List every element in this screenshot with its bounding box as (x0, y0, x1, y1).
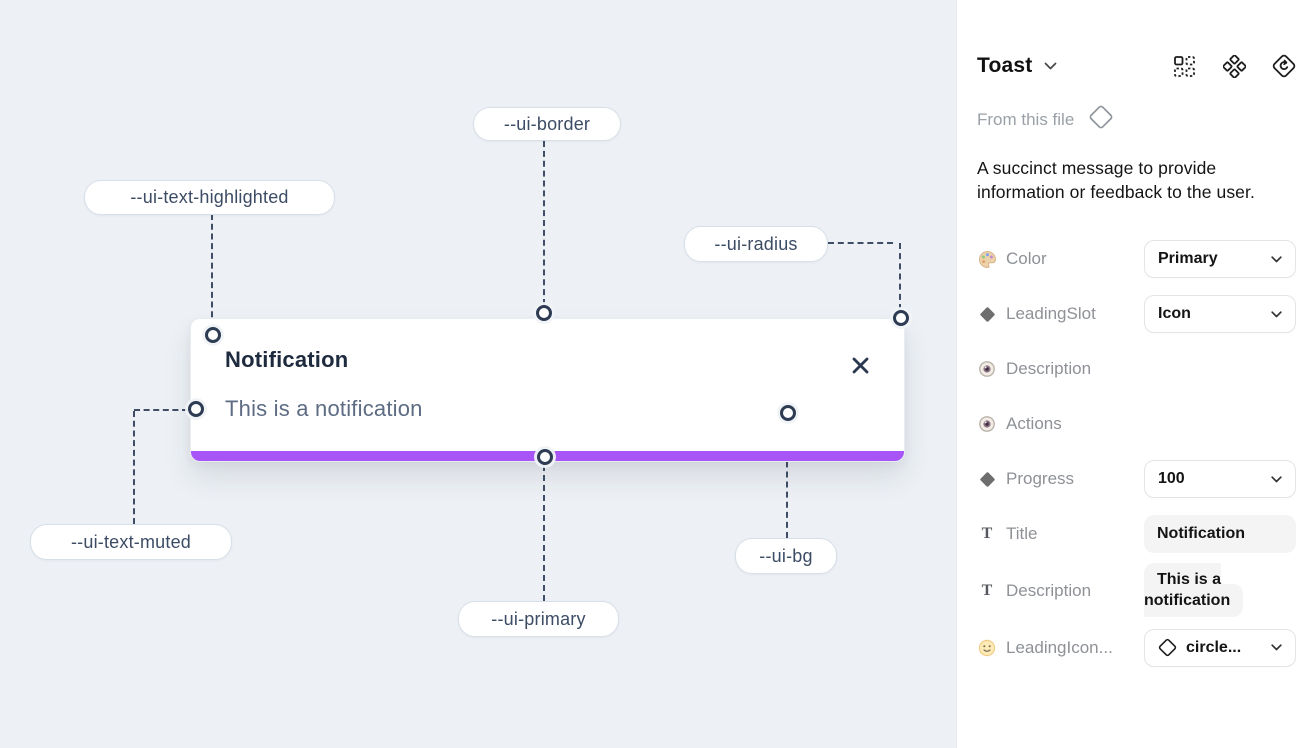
progress-dropdown[interactable]: 100 (1144, 460, 1296, 499)
close-icon[interactable] (848, 353, 872, 377)
chevron-down-icon (1271, 644, 1282, 651)
diamond-outline-icon (1088, 104, 1114, 135)
properties-panel: Toast (956, 0, 1312, 748)
prop-row-color: Color Primary (977, 240, 1296, 279)
connector-ui-radius-vertical (899, 243, 901, 310)
prop-label-text: Color (1006, 249, 1047, 269)
annotation-ui-radius[interactable]: --ui-radius (684, 226, 828, 262)
design-canvas[interactable]: Notification This is a notification --ui… (0, 0, 956, 748)
component-name: Toast (977, 54, 1033, 77)
description-field[interactable]: This is a notification (1144, 563, 1244, 618)
chevron-down-icon (1271, 311, 1282, 318)
toast-description: This is a notification (225, 396, 423, 421)
prop-row-leadingslot: LeadingSlot Icon (977, 295, 1296, 334)
source-label: From this file (977, 109, 1075, 129)
prop-label-text: Actions (1006, 414, 1062, 434)
smiley-icon (977, 638, 997, 658)
prop-row-title: T Title Notification (977, 515, 1296, 554)
eye-icon (977, 414, 997, 434)
anchor-dot-text-highlighted[interactable] (205, 327, 221, 343)
toast-title: Notification (225, 347, 349, 372)
diamond-icon (977, 469, 997, 489)
annotation-ui-text-highlighted[interactable]: --ui-text-highlighted (84, 180, 335, 215)
dropdown-value: Icon (1158, 305, 1191, 323)
toast-component[interactable]: Notification This is a notification (190, 318, 905, 462)
connector-ui-primary (543, 465, 545, 601)
connector-ui-text-muted-vertical (133, 411, 135, 524)
annotation-ui-text-muted[interactable]: --ui-text-muted (30, 524, 232, 560)
properties-list: Color Primary LeadingSlot (977, 240, 1296, 667)
leadingicon-dropdown[interactable]: circle... (1144, 628, 1296, 667)
prop-label-text: Description (1006, 359, 1092, 379)
annotation-ui-bg[interactable]: --ui-bg (735, 538, 837, 574)
connector-ui-bg (786, 421, 788, 538)
diamond-icon (977, 304, 997, 324)
prop-label-text: LeadingSlot (1006, 304, 1096, 324)
panel-header: Toast (977, 54, 1296, 78)
anchor-dot-border[interactable] (536, 305, 552, 321)
chevron-down-icon[interactable] (1044, 62, 1057, 70)
dropdown-value: Primary (1158, 250, 1218, 268)
annotation-ui-border[interactable]: --ui-border (473, 107, 621, 141)
reset-diamond-icon[interactable] (1272, 54, 1296, 78)
prop-label-text: Description (1006, 581, 1092, 601)
dropdown-value: circle... (1186, 638, 1242, 656)
component-icon[interactable] (1222, 54, 1246, 78)
component-description: A succinct message to provide informatio… (977, 158, 1255, 202)
connector-ui-radius-horizontal (828, 242, 893, 244)
text-icon: T (981, 582, 993, 600)
eye-icon (977, 359, 997, 379)
connector-ui-text-highlighted (211, 214, 213, 327)
prop-row-description-toggle: Description (977, 350, 1296, 392)
color-dropdown[interactable]: Primary (1144, 240, 1296, 279)
prop-label-text: Title (1006, 524, 1038, 544)
prop-label-text: LeadingIcon... (1006, 637, 1113, 657)
anchor-dot-radius[interactable] (893, 310, 909, 326)
prop-label-text: Progress (1006, 469, 1075, 489)
anchor-dot-bg[interactable] (780, 405, 796, 421)
leadingslot-dropdown[interactable]: Icon (1144, 295, 1296, 334)
prop-row-leadingicon: LeadingIcon... circle... (977, 628, 1296, 667)
chevron-down-icon (1271, 256, 1282, 263)
annotation-ui-primary[interactable]: --ui-primary (458, 601, 619, 637)
diamond-outline-icon (1158, 638, 1177, 657)
palette-icon (977, 249, 997, 269)
chevron-down-icon (1271, 476, 1282, 483)
text-icon: T (981, 525, 993, 543)
anchor-dot-primary[interactable] (537, 449, 553, 465)
anchor-dot-text-muted[interactable] (188, 401, 204, 417)
source-row: From this file (977, 104, 1296, 135)
prop-row-actions-toggle: Actions (977, 405, 1296, 447)
connector-ui-text-muted-horizontal (134, 409, 188, 411)
prop-row-description-text: T Description This is a notification (977, 563, 1296, 618)
dropdown-value: 100 (1158, 470, 1185, 488)
title-field[interactable]: Notification (1144, 515, 1296, 554)
instance-swap-icon[interactable] (1172, 54, 1196, 78)
connector-ui-border (543, 141, 545, 305)
prop-row-progress: Progress 100 (977, 460, 1296, 499)
